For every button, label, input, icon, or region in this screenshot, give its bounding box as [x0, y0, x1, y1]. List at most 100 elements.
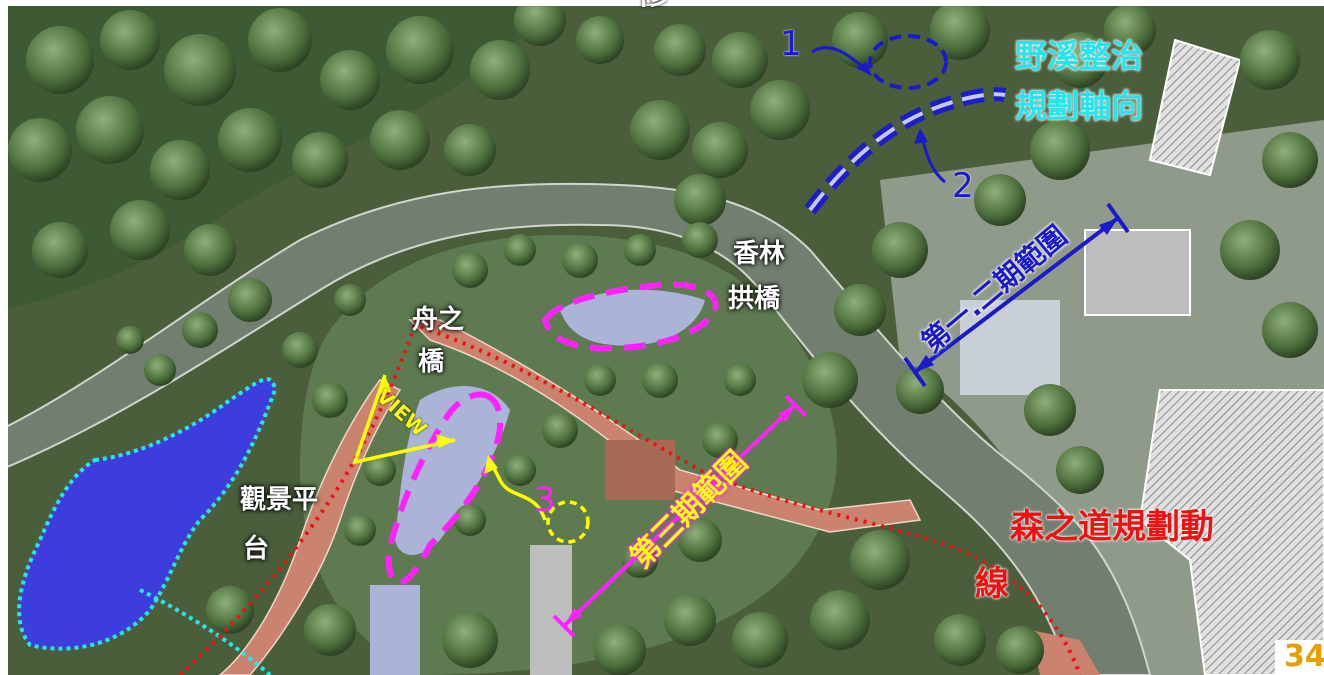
- tree: [144, 354, 176, 386]
- phase12-arrow-cap-bottom: [903, 356, 927, 388]
- view-arrow-right: [436, 434, 455, 448]
- page-number: 34: [1284, 639, 1324, 674]
- phase3-arrow-head-bottom: [565, 608, 582, 625]
- tree: [802, 352, 858, 408]
- marker-3-circle: [546, 500, 590, 544]
- water-channel-1: [395, 386, 510, 555]
- wild-stream-label-line2: 規劃軸向: [1015, 87, 1144, 125]
- tree: [504, 454, 536, 486]
- tree: [292, 132, 348, 188]
- tree: [1262, 302, 1318, 358]
- tree: [282, 332, 318, 368]
- marker-1: 1: [780, 24, 802, 64]
- zhouzhi-bridge-label-line2: 橋: [418, 347, 445, 377]
- tree: [896, 366, 944, 414]
- water-channel-3: [370, 585, 420, 675]
- tree: [712, 32, 768, 88]
- building-1: [1084, 229, 1191, 316]
- tree: [576, 16, 624, 64]
- grey-strip: [530, 545, 572, 675]
- tree: [76, 96, 144, 164]
- phase3-arrow-cap-bottom: [552, 614, 576, 638]
- tree: [872, 222, 928, 278]
- tree: [452, 252, 488, 288]
- tree: [678, 518, 722, 562]
- tree: [934, 614, 986, 666]
- tree: [206, 586, 254, 634]
- white-building-area: [960, 300, 1060, 395]
- view-lines: [352, 374, 456, 465]
- building-3: [1138, 389, 1324, 675]
- marker-3-arrow: [484, 455, 498, 474]
- tree: [674, 174, 726, 226]
- tree: [630, 100, 690, 160]
- tree: [594, 624, 646, 675]
- xianglin-bridge-label-line2: 拱橋: [728, 284, 781, 314]
- tree: [164, 34, 236, 106]
- tree: [248, 8, 312, 72]
- tree: [642, 362, 678, 398]
- tree: [542, 412, 578, 448]
- tree: [1024, 384, 1076, 436]
- tree: [218, 108, 282, 172]
- tree: [624, 234, 656, 266]
- tree: [386, 16, 454, 84]
- tree: [182, 312, 218, 348]
- view-arrow-top: [377, 375, 391, 394]
- tree: [664, 594, 716, 646]
- top-fragment: 修: [638, 0, 668, 13]
- tree: [312, 382, 348, 418]
- pond: [19, 379, 276, 649]
- marker-1-arrow: [856, 62, 872, 76]
- tree: [682, 222, 718, 258]
- tree: [364, 454, 396, 486]
- phase12-arrow-cap-top: [1106, 202, 1130, 234]
- tree: [32, 222, 88, 278]
- tree: [1240, 30, 1300, 90]
- tree: [584, 364, 616, 396]
- stream-axis-inner: [808, 92, 1006, 212]
- tree: [832, 12, 888, 68]
- platform-label-line1: 觀景平: [240, 485, 319, 515]
- tree: [454, 504, 486, 536]
- tree-canopy: [8, 0, 1318, 675]
- tree: [470, 40, 530, 100]
- left-edge: [0, 0, 8, 675]
- tree: [692, 122, 748, 178]
- tree: [702, 422, 738, 458]
- building-2: [1148, 38, 1242, 177]
- tree: [750, 80, 810, 140]
- tree: [100, 10, 160, 70]
- tree: [1104, 4, 1156, 56]
- tree: [1052, 32, 1108, 88]
- phase3-range-arrow: [563, 403, 797, 627]
- walkway-end: [1030, 630, 1100, 675]
- tree: [184, 224, 236, 276]
- tree: [996, 626, 1044, 674]
- tree: [370, 110, 430, 170]
- tree: [974, 174, 1026, 226]
- platform-label-line2: 台: [243, 534, 270, 564]
- tree: [834, 284, 886, 336]
- tree: [850, 530, 910, 590]
- tree: [504, 234, 536, 266]
- tree: [344, 514, 376, 546]
- tree: [26, 26, 94, 94]
- tree: [1220, 220, 1280, 280]
- top-edge: [0, 0, 1324, 6]
- tree: [228, 278, 272, 322]
- tree: [514, 0, 566, 46]
- tree: [810, 590, 870, 650]
- garden-area: [300, 235, 838, 675]
- forest-path-label-line1: 森之道規劃動: [1010, 507, 1214, 547]
- road-band: [0, 182, 1152, 675]
- tree: [150, 140, 210, 200]
- phase12-arrow-head-bottom: [915, 355, 934, 372]
- tree: [562, 242, 598, 278]
- tree: [116, 326, 144, 354]
- tree: [442, 612, 498, 668]
- wild-stream-label-line1: 野溪整治: [1015, 37, 1144, 75]
- phase3-arrow-head-top: [778, 405, 795, 422]
- tree: [724, 364, 756, 396]
